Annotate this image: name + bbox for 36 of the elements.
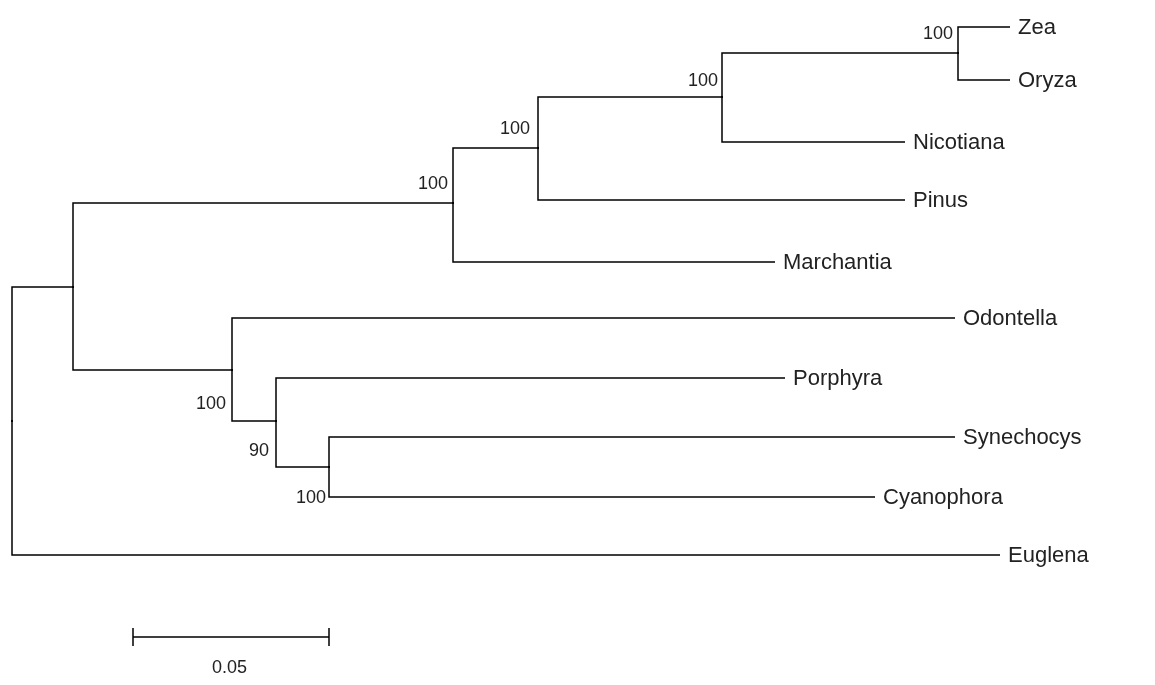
tree-branch	[721, 52, 959, 98]
tree-branch	[231, 369, 277, 422]
taxon-label: Odontella	[963, 305, 1058, 331]
scale-label: 0.05	[212, 657, 248, 678]
bootstrap-value: 100	[688, 70, 719, 90]
tree-branch	[328, 436, 956, 468]
taxon-label: Euglena	[1008, 542, 1089, 568]
tree-branch	[11, 286, 74, 422]
taxon-label: Porphyra	[793, 365, 883, 391]
taxon-label: Synechocys	[963, 424, 1082, 450]
tree-branch	[231, 317, 956, 371]
taxon-label: Marchantia	[783, 249, 892, 275]
tree-branch	[275, 420, 330, 468]
tree-branch	[721, 96, 906, 143]
taxon-label: Pinus	[913, 187, 969, 213]
tree-branch	[328, 466, 876, 498]
taxon-label: Oryza	[1018, 67, 1077, 93]
bootstrap-value: 100	[296, 487, 327, 507]
tree-branch	[537, 96, 723, 149]
tree-branch	[537, 147, 906, 201]
taxon-label: Nicotiana	[913, 129, 1005, 155]
tree-branch	[72, 202, 454, 288]
taxon-label: Zea	[1018, 14, 1056, 40]
bootstrap-value: 100	[418, 173, 449, 193]
tree-branch	[452, 147, 539, 204]
tree-branch	[11, 420, 1001, 556]
tree-branch	[452, 202, 776, 263]
tree-branch	[957, 26, 1011, 54]
bootstrap-value: 100	[196, 393, 227, 413]
taxon-label: Cyanophora	[883, 484, 1003, 510]
bootstrap-value: 100	[923, 23, 954, 43]
tree-branch	[275, 377, 786, 422]
bootstrap-value: 100	[500, 118, 531, 138]
tree-branch	[957, 52, 1011, 81]
bootstrap-value: 90	[249, 440, 270, 460]
tree-branch	[72, 286, 233, 371]
